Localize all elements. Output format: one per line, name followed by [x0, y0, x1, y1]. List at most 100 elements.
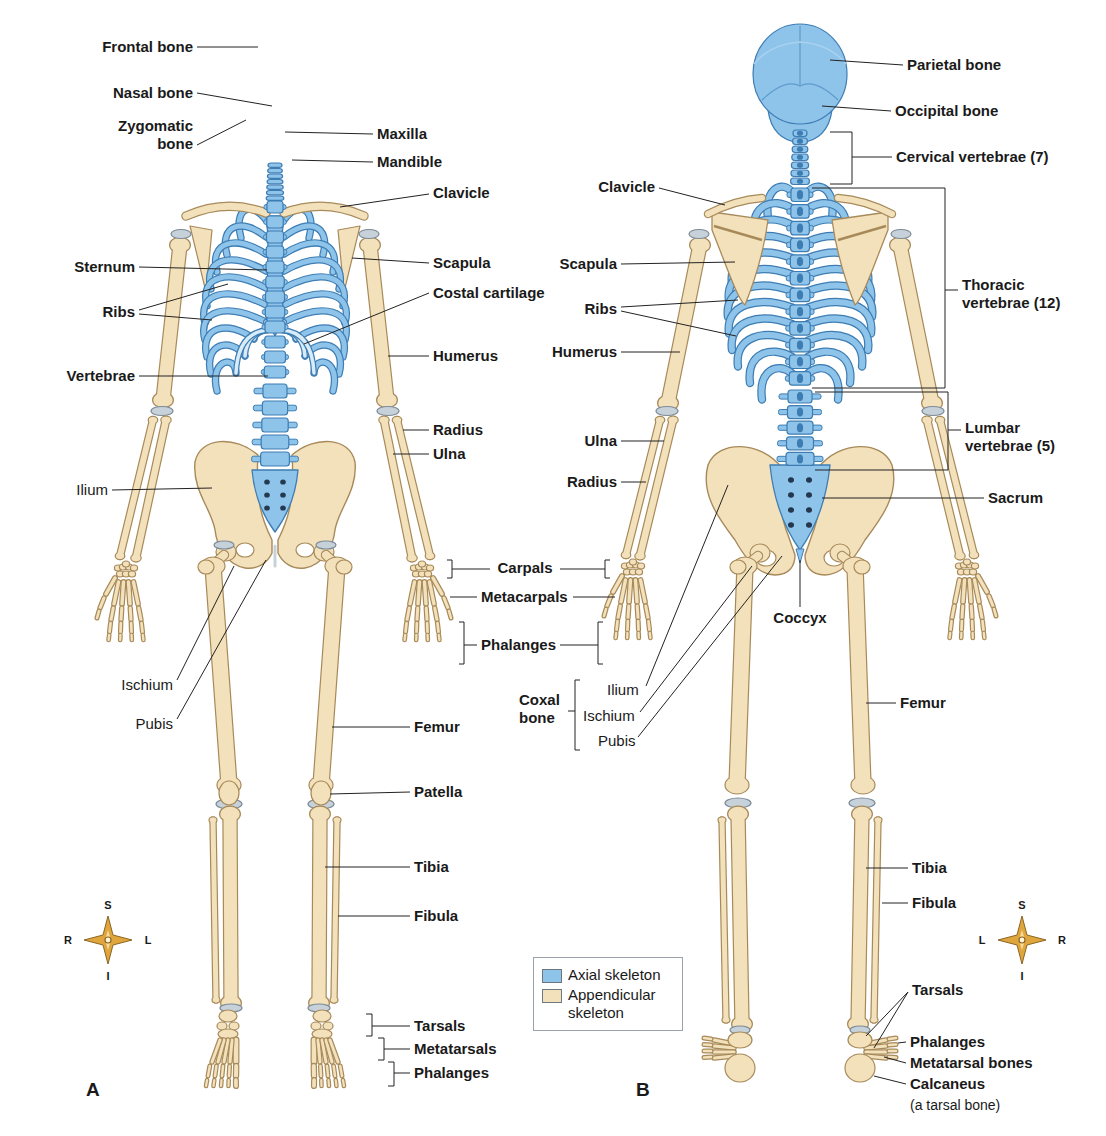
leader-line: [866, 992, 908, 1036]
tarsal-bone: [313, 1010, 331, 1022]
bone-shaft: [220, 1080, 223, 1086]
bone-label: Coxal bone: [519, 691, 567, 727]
bone-outline: [410, 582, 415, 604]
bone-label: Costal cartilage: [433, 284, 545, 302]
greater-trochanter: [336, 560, 352, 574]
compass-star: [84, 916, 132, 964]
bone-outline: [714, 1046, 734, 1048]
bone-outline: [951, 621, 952, 630]
bone-outline: [889, 1049, 896, 1054]
bone-outline: [647, 633, 652, 638]
leader-line: [332, 727, 410, 728]
clavicle-outline: [284, 206, 364, 216]
legend-swatch: [542, 989, 562, 1003]
spinous-process: [798, 155, 803, 159]
bone-outline: [704, 1042, 711, 1048]
bone-outline: [604, 609, 606, 616]
bone-outline: [737, 566, 745, 785]
vertebra: [793, 138, 808, 145]
leader-line: [898, 1042, 906, 1043]
compass-letter: I: [1020, 970, 1023, 982]
costal-cartilage: [236, 330, 268, 373]
hand-bones: [97, 561, 143, 640]
bone-shaft: [889, 1043, 896, 1046]
bone-outline: [889, 1038, 896, 1039]
bone-outline: [397, 420, 430, 556]
bone-shaft: [983, 633, 986, 638]
leader-line: [139, 267, 267, 270]
bone-label: Fibula: [414, 907, 458, 925]
bone-outline: [704, 1055, 711, 1061]
carpal-bone: [426, 565, 433, 571]
bone-outline: [978, 576, 987, 592]
leader-line: [292, 160, 373, 162]
bone-shaft: [407, 608, 409, 620]
leader-line: [884, 1057, 906, 1063]
carpal-bone: [122, 561, 129, 567]
bone-shaft: [637, 621, 640, 630]
vertebra: [262, 401, 287, 415]
bone-outline: [900, 245, 932, 403]
bone-outline: [636, 633, 641, 638]
bone-outline: [621, 580, 626, 602]
bone-shaft: [415, 635, 417, 640]
bone-shaft: [425, 608, 429, 620]
bone-label: Tarsals: [912, 981, 963, 999]
spinous-process: [798, 424, 803, 432]
leader-line: [403, 430, 429, 431]
leader-line: [852, 157, 892, 158]
vertebra: [267, 201, 283, 213]
bone-label: Humerus: [433, 347, 498, 365]
bone-shaft: [107, 635, 110, 640]
bone-outline: [874, 820, 878, 1020]
sacral-foramen: [281, 493, 285, 497]
bone-shaft: [963, 580, 965, 602]
vertebra: [790, 355, 811, 369]
bone-shaft: [418, 582, 420, 604]
spinous-process: [798, 258, 803, 266]
bone-label: Ischium: [121, 676, 173, 694]
spinous-process: [798, 241, 803, 249]
bone-outline: [858, 814, 862, 1024]
carpal-bone: [969, 569, 976, 575]
bone-shaft: [952, 606, 954, 618]
bone-shaft: [617, 621, 618, 630]
bone-shaft: [649, 633, 652, 638]
compass-center: [105, 937, 111, 943]
hand-bones: [405, 561, 451, 640]
leader-line: [568, 711, 575, 712]
bone-outline: [414, 635, 419, 640]
bone-shaft: [134, 582, 139, 604]
bone-outline: [952, 606, 954, 618]
tarsal-bone: [848, 1032, 872, 1048]
legend-box: Axial skeletonAppendicular skeleton: [533, 957, 683, 1031]
bone-shaft: [722, 820, 726, 1020]
bone-shaft: [230, 814, 231, 1003]
bone-shaft: [960, 621, 963, 630]
vertebra: [792, 154, 808, 161]
bone-label: Scapula: [559, 255, 617, 273]
clavicle: [284, 206, 364, 216]
spinous-process: [798, 308, 803, 316]
leader-line: [464, 645, 477, 646]
sacral-foramen: [265, 506, 269, 510]
bone-label: Femur: [900, 694, 946, 712]
leader-line: [800, 560, 801, 607]
scapula: [832, 212, 888, 305]
bone-outline: [122, 582, 124, 604]
bone-shaft: [970, 606, 974, 618]
bone-shaft: [889, 1050, 896, 1053]
compass-rose: [998, 916, 1046, 964]
elbow-cartilage: [151, 407, 173, 416]
vertebra: [790, 255, 809, 268]
bone-shaft: [208, 1066, 210, 1076]
bone-outline: [326, 1080, 331, 1086]
bone-shaft: [319, 814, 320, 1003]
shoulder-cartilage: [171, 230, 191, 239]
leader-line: [822, 106, 891, 111]
bone-outline: [625, 621, 630, 630]
sacral-foramen: [789, 493, 794, 497]
bone-shaft: [106, 578, 115, 594]
bone-label: Tibia: [414, 858, 449, 876]
